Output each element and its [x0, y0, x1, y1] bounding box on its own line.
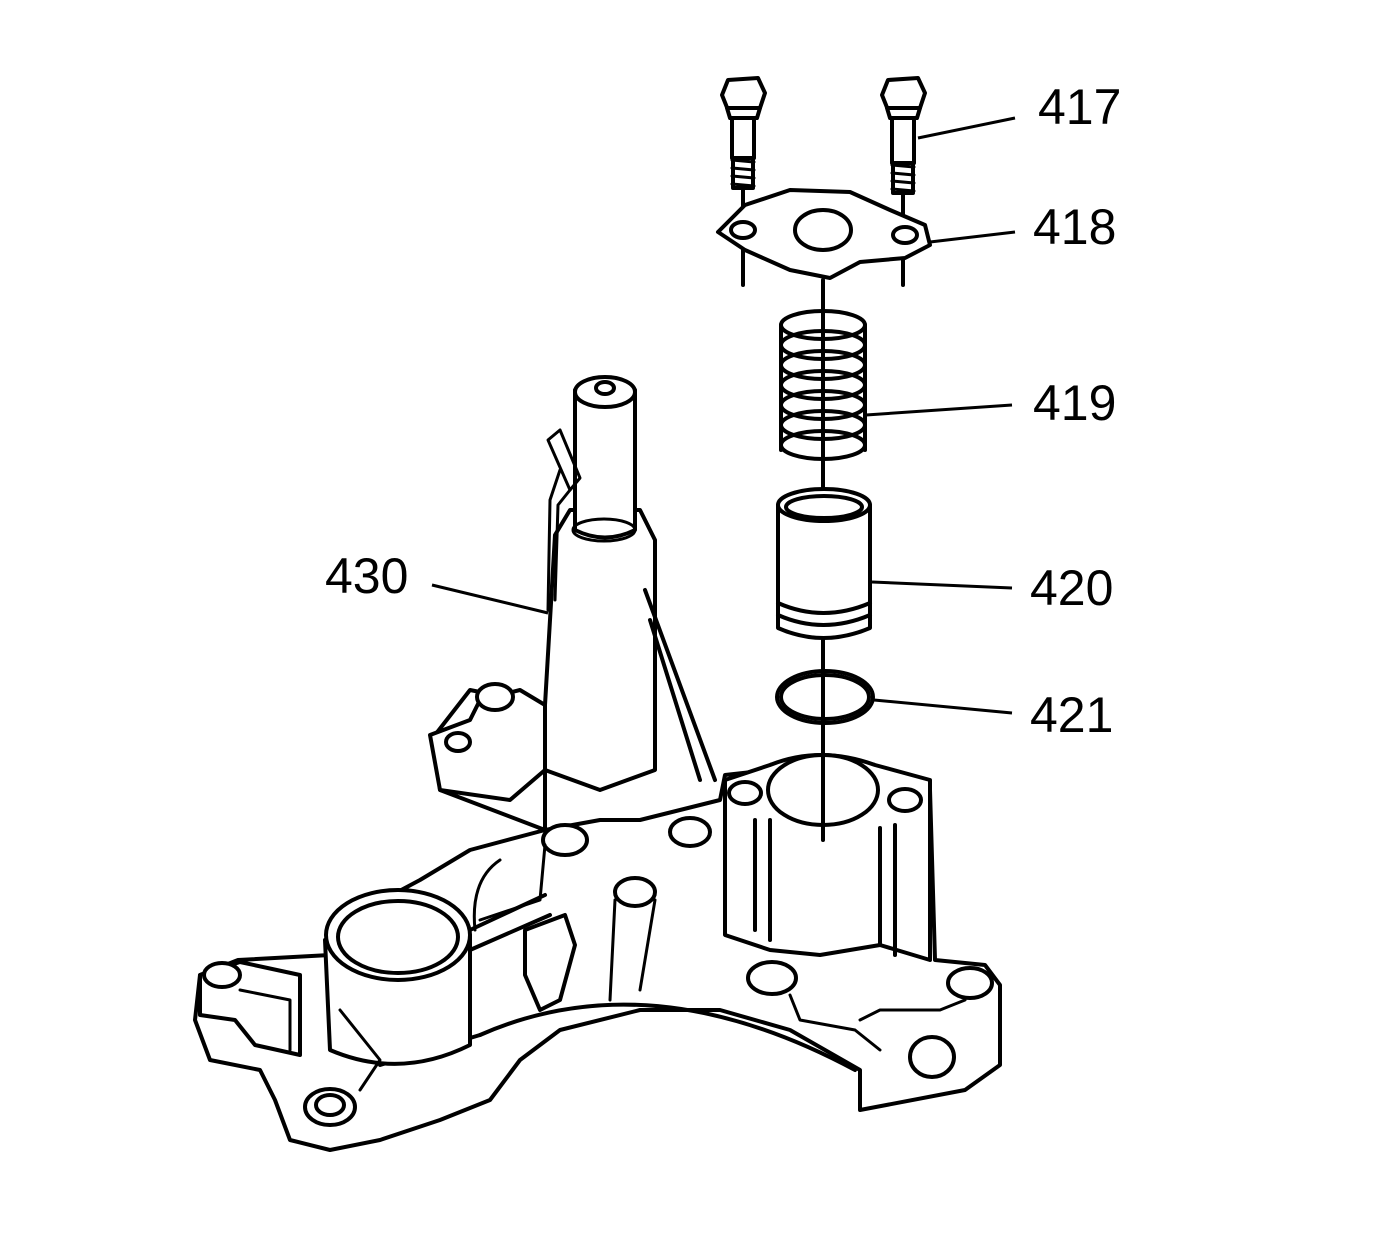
o-ring-421	[775, 669, 875, 725]
leader-419	[865, 403, 1013, 417]
callout-418: 418	[1033, 199, 1116, 255]
leader-417	[917, 116, 1016, 140]
callout-420: 420	[1030, 560, 1113, 616]
cover-plate-418	[716, 188, 932, 280]
callout-430: 430	[325, 548, 408, 604]
housing-430	[193, 375, 1002, 1152]
callout-419: 419	[1033, 375, 1116, 431]
callout-417: 417	[1038, 79, 1121, 135]
valve-420	[776, 487, 872, 640]
spring-419	[779, 309, 867, 461]
leader-420	[871, 580, 1013, 590]
leader-421	[873, 698, 1013, 715]
callout-421: 421	[1030, 687, 1113, 743]
leader-418	[929, 230, 1016, 244]
leader-430	[431, 583, 549, 615]
